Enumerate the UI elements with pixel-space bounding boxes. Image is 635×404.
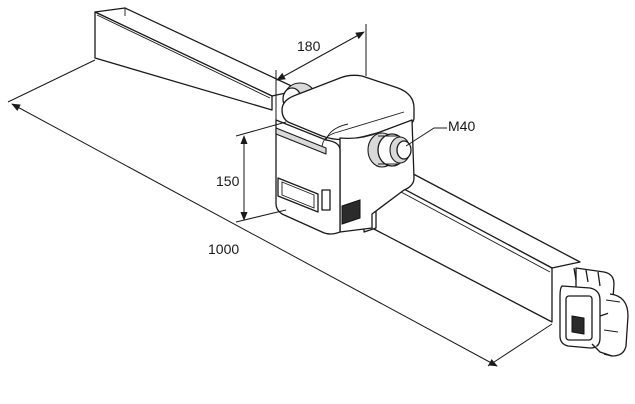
dimension-150-label: 150 bbox=[216, 173, 240, 189]
cable-gland-m40 bbox=[367, 132, 412, 168]
gland-label: M40 bbox=[448, 118, 475, 134]
dimension-1000: 1000 bbox=[7, 59, 553, 367]
dimension-1000-label: 1000 bbox=[208, 241, 239, 257]
dimension-180: 180 bbox=[275, 24, 367, 120]
rail-rear-section bbox=[94, 7, 301, 111]
end-logo-plate bbox=[571, 315, 585, 335]
leader-m40: M40 bbox=[405, 118, 475, 147]
end-bracket bbox=[559, 267, 629, 357]
dimension-180-label: 180 bbox=[297, 38, 321, 54]
